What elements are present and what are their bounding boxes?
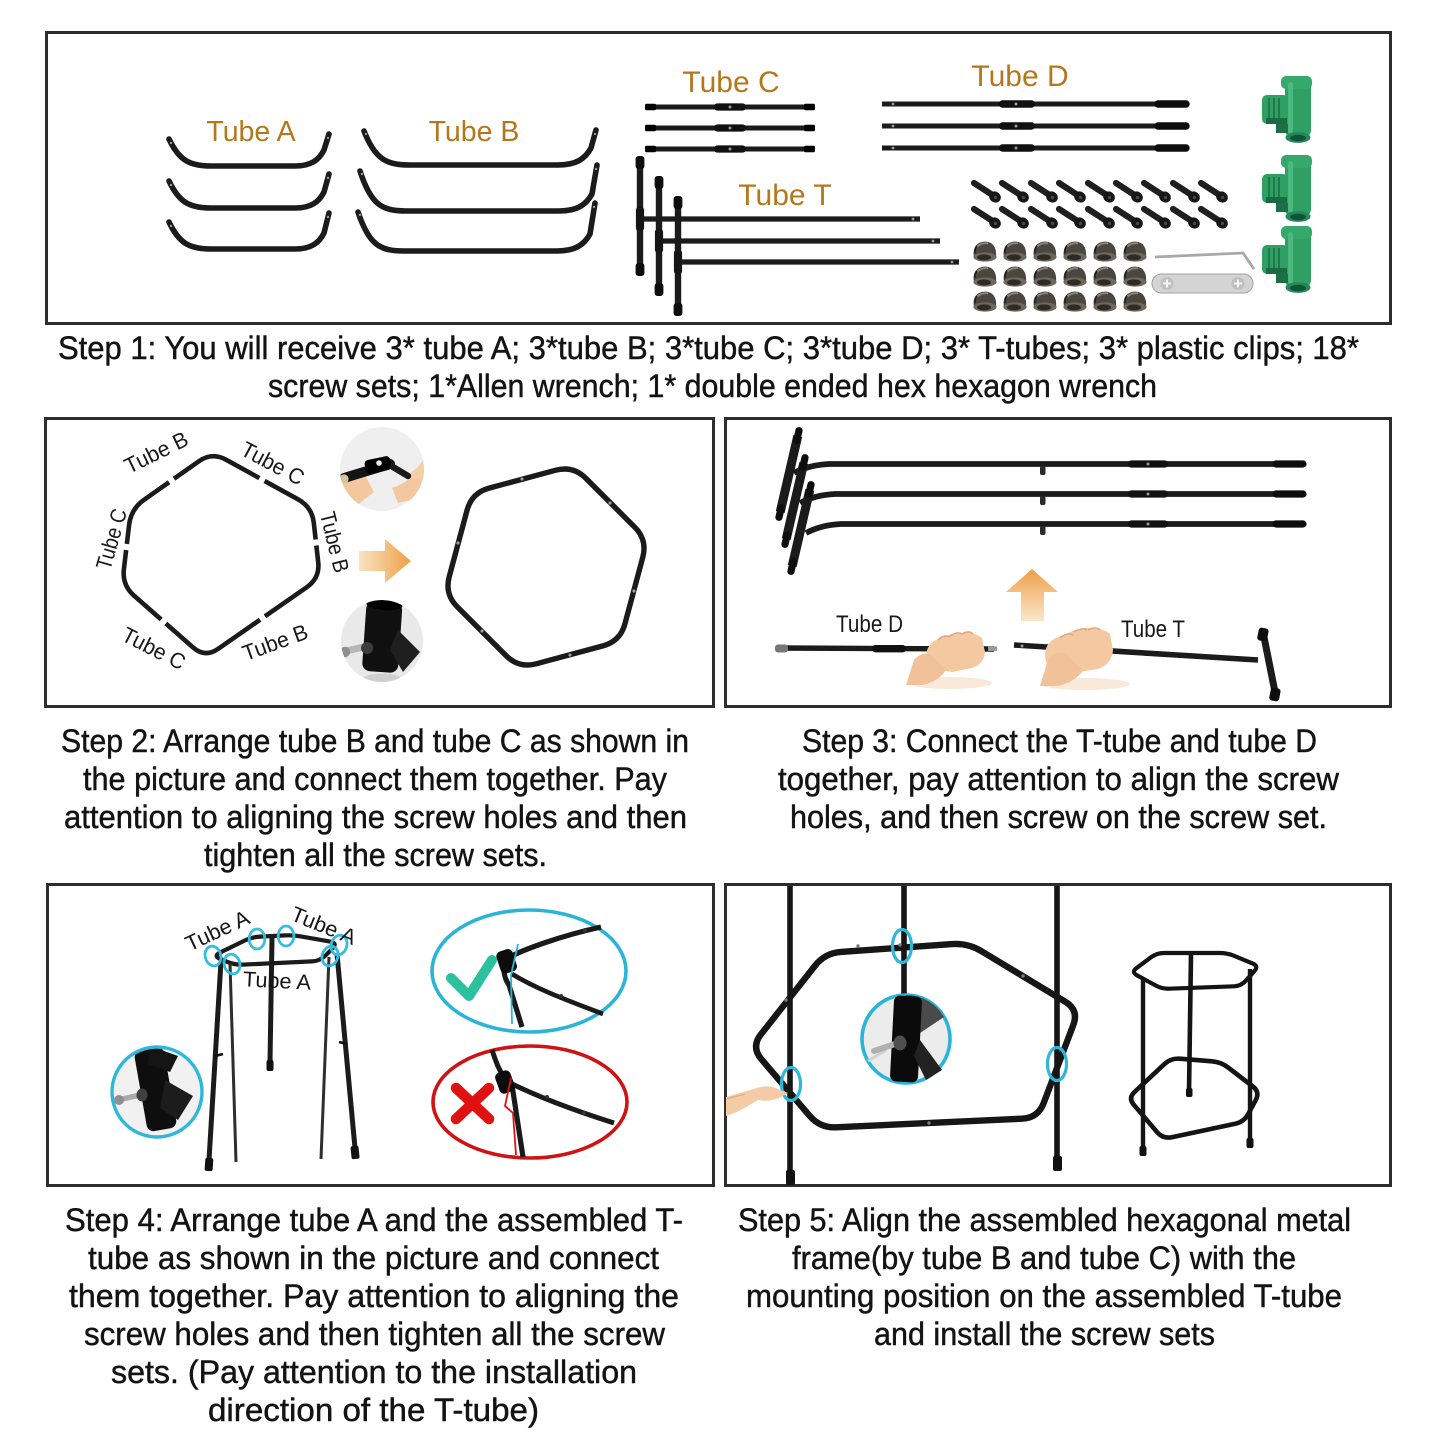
svg-text:tighten all the screw sets.: tighten all the screw sets. — [204, 837, 547, 873]
svg-text:attention to aligning the scre: attention to aligning the screw holes an… — [64, 799, 687, 835]
svg-text:Tube A: Tube A — [288, 902, 361, 950]
svg-text:together, pay attention to ali: together, pay attention to align the scr… — [778, 761, 1340, 797]
svg-text:Tube T: Tube T — [738, 179, 831, 212]
svg-text:screw holes and then tighten a: screw holes and then tighten all the scr… — [84, 1316, 666, 1352]
svg-text:mounting position on the assem: mounting position on the assembled T-tub… — [746, 1278, 1342, 1314]
svg-text:sets. (Pay attention to the i: sets. (Pay attention to the installation — [111, 1354, 637, 1390]
svg-text:screw sets; 1*Allen wrench; 1*: screw sets; 1*Allen wrench; 1* double en… — [268, 368, 1157, 404]
svg-text:Step 5: Align the assembled he: Step 5: Align the assembled hexagonal me… — [738, 1202, 1351, 1238]
svg-text:Tube D: Tube D — [836, 611, 903, 638]
svg-text:tube as shown in the picture a: tube as shown in the picture and connect — [88, 1240, 659, 1276]
svg-text:Tube C: Tube C — [682, 66, 779, 99]
svg-text:direction of the T-tube): direction of the T-tube) — [208, 1392, 539, 1428]
svg-text:the picture and connect them t: the picture and connect them together. P… — [83, 761, 667, 797]
svg-text:Step 2: Arrange tube B and tub: Step 2: Arrange tube B and tube C as sho… — [61, 723, 689, 759]
svg-text:them together. Pay attention t: them together. Pay attention to aligning… — [69, 1278, 679, 1314]
svg-text:frame(by tube B and tube C) wi: frame(by tube B and tube C) with the — [792, 1240, 1296, 1276]
svg-text:and install the screw sets: and install the screw sets — [874, 1316, 1215, 1352]
svg-text:Tube A: Tube A — [242, 967, 312, 995]
svg-text:Tube T: Tube T — [1121, 616, 1185, 643]
svg-text:Step 4: Arrange tube A and the: Step 4: Arrange tube A and the assembled… — [65, 1202, 683, 1238]
svg-text:Tube C: Tube C — [237, 436, 309, 490]
svg-text:Tube B: Tube B — [429, 116, 520, 148]
svg-text:Tube A: Tube A — [206, 116, 295, 148]
svg-text:Tube C: Tube C — [118, 622, 190, 675]
svg-text:Tube B: Tube B — [315, 509, 354, 575]
svg-text:holes, and then screw on the s: holes, and then screw on the screw set. — [790, 799, 1327, 835]
svg-text:Step 3: Connect the T-tube and: Step 3: Connect the T-tube and tube D — [802, 723, 1317, 759]
svg-text:Step 1: You will receive 3* tu: Step 1: You will receive 3* tube A; 3*tu… — [58, 330, 1359, 366]
svg-text:Tube D: Tube D — [971, 60, 1068, 93]
